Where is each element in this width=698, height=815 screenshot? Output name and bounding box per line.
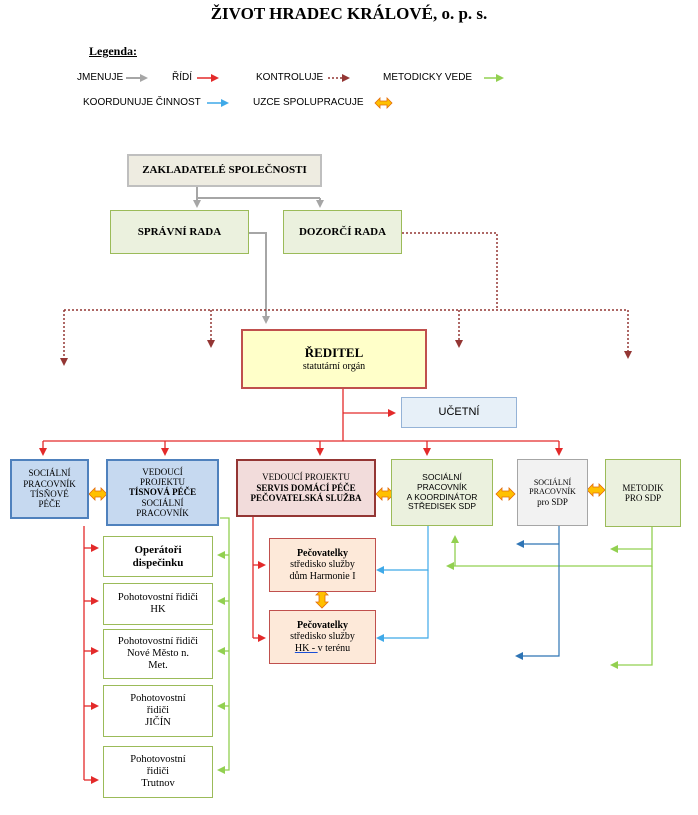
text-line: Nové Město n. <box>126 647 190 659</box>
text-line: PROJEKTU <box>139 476 185 487</box>
controls-connectors <box>60 232 632 366</box>
drivers-nove-mesto-box: Pohotovostní řidiči Nové Město n. Met. <box>103 629 213 679</box>
social-worker-emergency-box: SOCIÁLNÍ PRACOVNÍK TÍSŇOVÉ PÉČE <box>10 459 89 519</box>
text-line: Trutnov <box>141 778 175 790</box>
text-line: řidiči <box>146 765 170 777</box>
text-line: A KOORDINÁTOR <box>406 491 478 502</box>
drivers-jicin-box: Pohotovostní řidiči JIČÍN <box>103 685 213 737</box>
text-line: PRACOVNÍK <box>136 508 189 519</box>
text-line: TÍSNOVÁ PÉČE <box>128 487 197 498</box>
legend-title: Legenda: <box>89 44 137 58</box>
text-line: Pohotovostní <box>130 692 186 704</box>
founders-box: ZAKLADATELÉ SPOLEČNOSTI <box>127 154 322 187</box>
text-fragment: HK - <box>294 642 318 654</box>
text-line: pro SDP <box>537 496 568 507</box>
social-worker-sdp-box: SOCIÁLNÍ PRACOVNÍK pro SDP <box>517 459 588 526</box>
text-line: dům Harmonie I <box>289 570 356 582</box>
appoints-connectors <box>193 187 324 324</box>
text-line: řidiči <box>146 704 170 716</box>
text-line: JIČÍN <box>145 717 171 729</box>
methodical-connectors <box>217 517 653 774</box>
dispatch-operators-box: Operátoři dispečinku <box>103 536 213 577</box>
accountant-label: UČETNÍ <box>438 406 480 419</box>
text-fragment: v terénu <box>317 642 351 654</box>
text-line: PEČOVATELSKÁ SLUŽBA <box>250 493 362 504</box>
legend-cooperates-label: UZCE SPOLUPRACUJE <box>253 97 364 108</box>
text-line: SOCIÁLNÍ <box>141 497 184 508</box>
text-line: Pečovatelky <box>296 547 349 559</box>
legend-coordinates-label: KOORDUNUJE ČINNOST <box>83 97 201 108</box>
legend-methodical-label: METODICKY VEDE <box>383 72 473 83</box>
supervisory-board-label: DOZORČÍ RADA <box>298 225 387 238</box>
emergency-project-lead-box: VEDOUCÍ PROJEKTU TÍSNOVÁ PÉČE SOCIÁLNÍ P… <box>106 459 219 526</box>
text-line: Pečovatelky <box>296 619 349 631</box>
text-line: PRACOVNÍK <box>23 478 76 489</box>
text-line: HK - v terénu <box>295 643 350 655</box>
accountant-box: UČETNÍ <box>401 397 517 428</box>
caregivers-harmonie-box: Pečovatelky středisko služby dům Harmoni… <box>269 538 376 592</box>
text-line: VEDOUCÍ PROJEKTU <box>262 472 350 483</box>
methodologist-box: METODIK PRO SDP <box>605 459 681 527</box>
text-line: SOCIÁLNÍ <box>422 471 462 482</box>
caregivers-hk-field-box: Pečovatelky středisko služby HK - v teré… <box>269 610 376 664</box>
social-worker-coordinator-box: SOCIÁLNÍ PRACOVNÍK A KOORDINÁTOR STŘEDIS… <box>391 459 493 526</box>
legend-directs-label: ŘÍDÍ <box>172 72 192 83</box>
administrative-board-box: SPRÁVNÍ RADA <box>110 210 249 254</box>
text-line: STŘEDISEK SDP <box>407 501 477 512</box>
text-line: PRACOVNÍK <box>529 487 576 497</box>
supervisory-board-box: DOZORČÍ RADA <box>283 210 402 254</box>
legend-arrows <box>126 74 504 109</box>
text-line: středisko služby <box>290 559 355 571</box>
text-line: HK <box>150 604 166 615</box>
text-line: Pohotovostní řidiči <box>117 635 199 647</box>
text-line: dispečinku <box>132 556 184 569</box>
legend-double-arrow <box>374 97 393 109</box>
coordinates-connectors <box>515 526 560 660</box>
text-line: SOCIÁLNÍ <box>533 478 572 488</box>
page-title: ŽIVOT HRADEC KRÁLOVÉ, o. p. s. <box>210 4 488 23</box>
drivers-trutnov-box: Pohotovostní řidiči Trutnov <box>103 746 213 798</box>
text-line: PÉČE <box>38 499 61 510</box>
administrative-board-label: SPRÁVNÍ RADA <box>137 225 222 238</box>
home-care-project-lead-box: VEDOUCÍ PROJEKTU SERVIS DOMÁCÍ PÉČE PEČO… <box>236 459 376 517</box>
director-box: ŘEDITEL statutární orgán <box>241 329 427 389</box>
legend-appoints-label: JMENUJE <box>77 72 124 83</box>
text-line: středisko služby <box>290 631 355 643</box>
drivers-hk-box: Pohotovostní řidiči HK <box>103 583 213 625</box>
text-line: TÍSŇOVÉ <box>30 489 69 499</box>
text-line: Pohotovostní <box>130 753 186 765</box>
text-line: Met. <box>148 660 168 672</box>
coordinates-connectors-light <box>376 526 429 642</box>
text-line: METODIK <box>622 482 664 493</box>
text-line: SOCIÁLNÍ <box>28 468 71 479</box>
text-line: Operátoři <box>134 543 182 556</box>
text-line: Pohotovostní řidiči <box>117 591 199 603</box>
text-line: PRO SDP <box>624 493 662 503</box>
directs-connectors <box>39 389 563 784</box>
text-line: SERVIS DOMÁCÍ PÉČE <box>256 482 356 493</box>
founders-label: ZAKLADATELÉ SPOLEČNOSTI <box>142 164 307 177</box>
director-title: ŘEDITEL <box>304 344 364 360</box>
director-subtitle: statutární orgán <box>302 360 366 372</box>
legend-controls-label: KONTROLUJE <box>256 72 324 83</box>
text-line: VEDOUCÍ <box>142 466 183 477</box>
text-line: PRACOVNÍK <box>416 481 468 492</box>
